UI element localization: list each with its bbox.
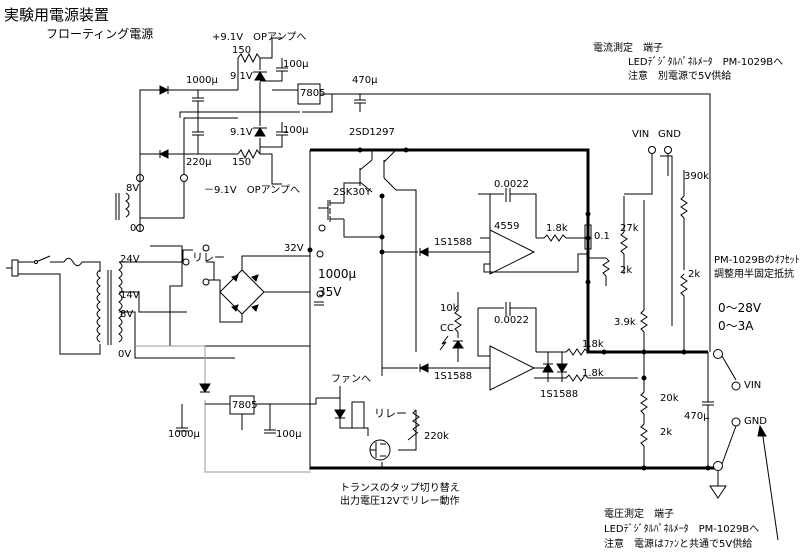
aux-supply bbox=[139, 37, 572, 231]
label-r0-1: 0.1 bbox=[594, 231, 610, 242]
terminal-vin-top: VIN bbox=[632, 129, 650, 140]
label-c0022-b: 0.0022 bbox=[494, 315, 529, 326]
relay-label-bottom: リレー bbox=[374, 407, 407, 420]
label-relay-top: リレー bbox=[192, 251, 225, 264]
label-cap-main: 1000μ bbox=[318, 267, 357, 281]
label-tap-14v: 14V bbox=[120, 290, 140, 301]
label-7805-top: 7805 bbox=[300, 88, 326, 99]
tap-note-1: トランスのタップ切り替え bbox=[340, 483, 460, 494]
label-r18k-c: 1.8k bbox=[582, 368, 604, 379]
pos-opamp-note: +9.1V OPアンプへ bbox=[212, 32, 307, 43]
terminal-vin-out: VIN bbox=[744, 380, 762, 391]
label-c100u-top: 100μ bbox=[283, 59, 309, 70]
terminal-gnd-out: GND bbox=[744, 416, 767, 427]
title: 実験用電源装置 bbox=[4, 6, 110, 24]
label-cap-main-v: 35V bbox=[318, 285, 342, 299]
label-c470u-out: 470μ bbox=[684, 411, 710, 422]
label-r220k: 220k bbox=[424, 431, 449, 442]
terminal-gnd-top: GND bbox=[658, 129, 681, 140]
label-c0022-a: 0.0022 bbox=[494, 179, 529, 190]
label-r18k-b: 1.8k bbox=[582, 339, 604, 350]
label-7805-bot: 7805 bbox=[232, 400, 258, 411]
label-zener-top: 9.1V bbox=[230, 71, 253, 82]
label-cc: CC bbox=[440, 323, 454, 334]
label-c220u: 220μ bbox=[186, 157, 212, 168]
current-meter-title: 電流測定 端子 bbox=[593, 43, 663, 54]
label-r150-top: 150 bbox=[232, 45, 252, 56]
label-tap-0v: 0V bbox=[118, 349, 132, 360]
fan-relay-section bbox=[135, 345, 420, 473]
label-tap-0: 0 bbox=[130, 223, 137, 234]
label-c100u-bot: 100μ bbox=[276, 429, 302, 440]
tap-note-2: 出力電圧12Vでリレー動作 bbox=[340, 496, 460, 507]
label-zener-bot: 9.1V bbox=[230, 127, 253, 138]
label-tap-8v-b: 8V bbox=[120, 309, 134, 320]
label-2sk30y: 2SK30Y bbox=[333, 187, 372, 198]
control-section bbox=[382, 93, 779, 541]
label-r2k-b: 2k bbox=[688, 269, 701, 280]
label-tap-24v: 24V bbox=[120, 254, 140, 265]
current-range: 0～3A bbox=[718, 319, 754, 333]
fan-label: ファンへ bbox=[331, 374, 371, 385]
label-c1000u-bot: 1000μ bbox=[168, 429, 200, 440]
label-1s1588-b: 1S1588 bbox=[434, 371, 473, 382]
label-c1000u-top: 1000μ bbox=[186, 75, 218, 86]
offset-note-1: PM-1029Bのｵﾌｾｯﾄ bbox=[714, 255, 800, 266]
voltage-meter-note: 注意 電源はﾌｧﾝと共通で5V供給 bbox=[604, 539, 753, 550]
subtitle: フローティング電源 bbox=[46, 27, 154, 41]
current-meter-note: 注意 別電源で5V供給 bbox=[628, 71, 732, 82]
label-r150-bot: 150 bbox=[232, 157, 252, 168]
label-r20k: 20k bbox=[660, 393, 679, 404]
label-1s1588-a: 1S1588 bbox=[434, 237, 473, 248]
label-tap-8v: 8V bbox=[126, 183, 140, 194]
label-4559: 4559 bbox=[494, 221, 520, 232]
label-r2k-a: 2k bbox=[620, 265, 633, 276]
neg-opamp-note: －9.1V OPアンプへ bbox=[204, 185, 300, 196]
label-r3-9k: 3.9k bbox=[614, 317, 636, 328]
label-1s1588-c: 1S1588 bbox=[540, 389, 579, 400]
label-r2k-c: 2k bbox=[660, 427, 673, 438]
label-2sd1297: 2SD1297 bbox=[349, 127, 395, 138]
mains-input bbox=[6, 255, 101, 355]
voltage-meter-title: 電圧測定 端子 bbox=[604, 509, 674, 520]
label-r390k: 390k bbox=[684, 171, 709, 182]
label-32v: 32V bbox=[284, 243, 304, 254]
label-r27k: 27k bbox=[620, 223, 639, 234]
label-r10k: 10k bbox=[440, 303, 459, 314]
offset-note-2: 調整用半固定抵抗 bbox=[714, 269, 794, 280]
label-c100u-mid: 100μ bbox=[283, 125, 309, 136]
voltage-meter-led: LEDﾃﾞｼﾞﾀﾙﾊﾟﾈﾙﾒｰﾀ PM-1029Bへ bbox=[604, 524, 760, 535]
label-c470u-top: 470μ bbox=[352, 75, 378, 86]
voltage-range: 0～28V bbox=[718, 301, 762, 315]
current-meter-led: LEDﾃﾞｼﾞﾀﾙﾊﾟﾈﾙﾒｰﾀ PM-1029Bへ bbox=[628, 57, 784, 68]
label-r18k-a: 1.8k bbox=[546, 223, 568, 234]
